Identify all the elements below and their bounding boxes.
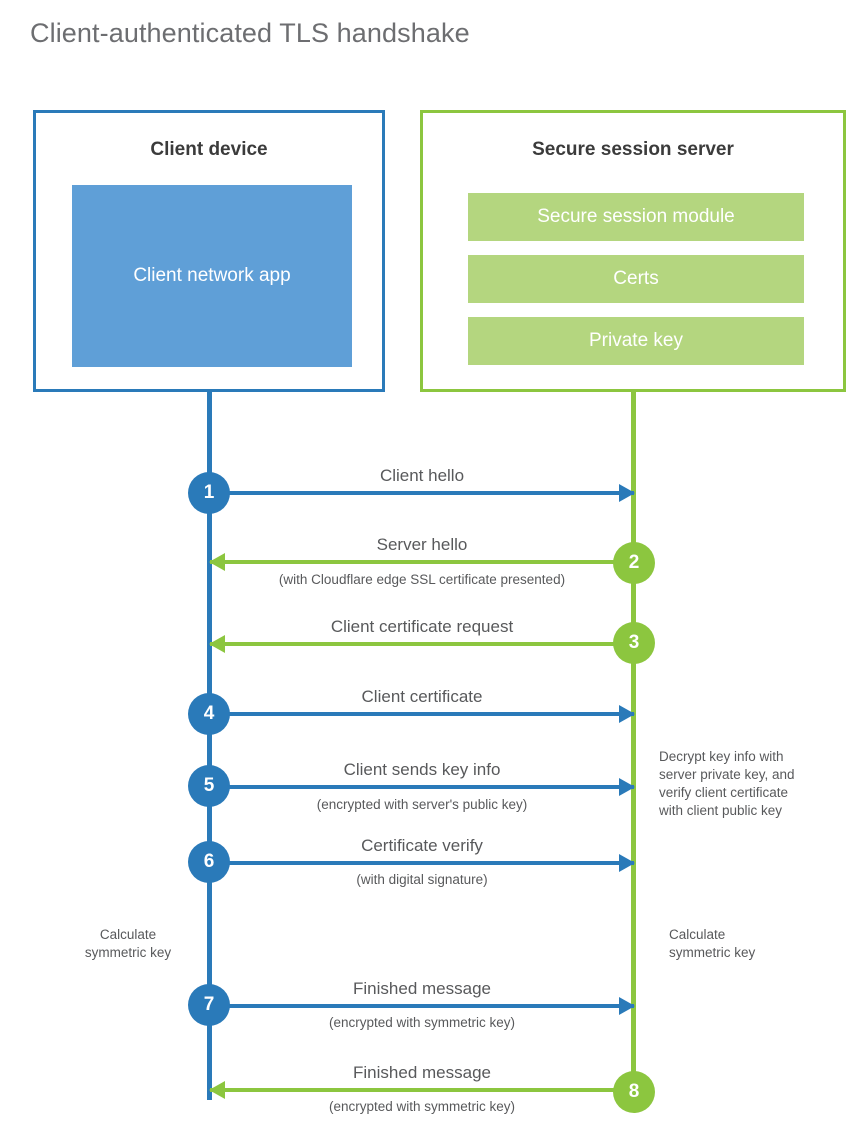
- server-decrypt-note-line: Decrypt key info with: [659, 749, 784, 764]
- server-module-certs: Certs: [468, 255, 804, 303]
- client-calculate-note-line: symmetric key: [84, 944, 172, 960]
- client-calculate-symmetric-key-note: Calculate symmetric key: [48, 926, 208, 962]
- server-module-secure-session-module: Secure session module: [468, 193, 804, 241]
- step-3-marker: 3: [613, 622, 655, 664]
- arrowhead-right-icon: [619, 997, 635, 1015]
- client-lifeline: [207, 392, 212, 1100]
- step-7-arrow: [210, 997, 635, 1015]
- server-decrypt-note-line: server private key, and: [659, 766, 795, 782]
- step-6-label: Certificate verify: [361, 836, 483, 855]
- step-1-marker: 1: [188, 472, 230, 514]
- step-6-sublabel: (with digital signature): [356, 872, 488, 887]
- server-module-label: Private key: [589, 330, 683, 351]
- step-1-arrow: [210, 484, 635, 502]
- step-number: 2: [628, 552, 640, 573]
- server-module-private-key: Private key: [468, 317, 804, 365]
- step-5-marker: 5: [188, 765, 230, 807]
- step-7-label: Finished message: [353, 979, 491, 998]
- arrowhead-left-icon: [209, 553, 225, 571]
- secure-session-server-heading: Secure session server: [532, 139, 734, 160]
- server-decrypt-note-line: verify client certificate: [659, 784, 789, 800]
- arrowhead-right-icon: [619, 705, 635, 723]
- step-4-arrow: [210, 705, 635, 723]
- step-4-label: Client certificate: [361, 687, 483, 706]
- step-2-marker: 2: [613, 542, 655, 584]
- server-decrypt-note: Decrypt key info with server private key…: [659, 748, 834, 820]
- step-8-sublabel: (encrypted with symmetric key): [328, 1099, 516, 1114]
- step-2-label: Server hello: [376, 535, 468, 554]
- server-calculate-note-line: Calculate: [669, 927, 726, 942]
- step-number: 6: [203, 851, 215, 872]
- client-calculate-note-line: Calculate: [99, 927, 157, 942]
- step-4-marker: 4: [188, 693, 230, 735]
- step-number: 1: [203, 482, 215, 503]
- server-module-label: Certs: [613, 268, 659, 289]
- step-8-arrow: [209, 1081, 634, 1099]
- step-number: 5: [203, 775, 215, 796]
- step-number: 4: [203, 703, 215, 724]
- step-7-sublabel: (encrypted with symmetric key): [328, 1015, 516, 1030]
- server-calculate-symmetric-key-note: Calculate symmetric key: [669, 926, 839, 962]
- step-5-label: Client sends key info: [343, 760, 501, 779]
- step-2-sublabel: (with Cloudflare edge SSL certificate pr…: [278, 572, 566, 587]
- step-3-arrow: [209, 635, 634, 653]
- step-6-marker: 6: [188, 841, 230, 883]
- arrowhead-left-icon: [209, 635, 225, 653]
- page-title: Client-authenticated TLS handshake: [30, 18, 470, 48]
- step-8-marker: 8: [613, 1071, 655, 1113]
- server-decrypt-note-line: with client public key: [659, 802, 783, 818]
- step-6-arrow: [210, 854, 635, 872]
- client-network-app-block: Client network app: [72, 185, 352, 367]
- client-device-heading: Client device: [150, 139, 268, 160]
- step-number: 8: [628, 1081, 640, 1102]
- arrowhead-right-icon: [619, 854, 635, 872]
- step-7-marker: 7: [188, 984, 230, 1026]
- step-number: 7: [203, 994, 215, 1015]
- client-network-app-label: Client network app: [133, 265, 291, 287]
- server-lifeline: [631, 392, 636, 1092]
- step-5-sublabel: (encrypted with server's public key): [316, 797, 528, 812]
- server-module-label: Secure session module: [537, 206, 735, 227]
- arrowhead-left-icon: [209, 1081, 225, 1099]
- step-1-label: Client hello: [379, 466, 465, 485]
- server-calculate-note-line: symmetric key: [669, 944, 756, 960]
- client-device-box: Client device Client network app: [33, 110, 385, 392]
- arrowhead-right-icon: [619, 484, 635, 502]
- arrowhead-right-icon: [619, 778, 635, 796]
- step-3-label: Client certificate request: [330, 617, 514, 636]
- step-8-label: Finished message: [353, 1063, 491, 1082]
- step-number: 3: [628, 632, 640, 653]
- secure-session-server-box: Secure session server Secure session mod…: [420, 110, 846, 392]
- step-2-arrow: [209, 553, 634, 571]
- step-5-arrow: [210, 778, 635, 796]
